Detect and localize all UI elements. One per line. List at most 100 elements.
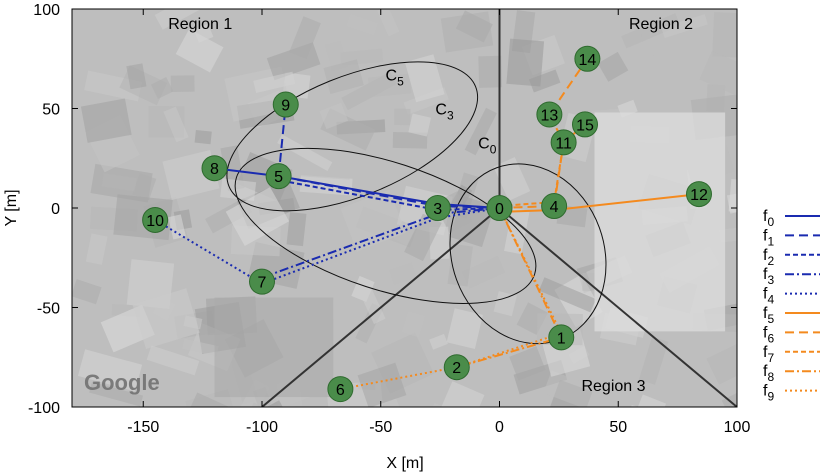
node-5: 5	[265, 163, 292, 190]
map-building	[193, 23, 214, 43]
node-8: 8	[201, 155, 228, 182]
map-building	[132, 288, 200, 349]
legend-item-f9: f9	[763, 383, 820, 404]
node-label: 13	[540, 107, 558, 124]
map-building	[277, 134, 333, 172]
cluster-ellipse-c3	[234, 147, 537, 304]
map-building	[419, 402, 482, 407]
legend-label: f5	[763, 305, 774, 326]
map-building	[493, 157, 531, 201]
region-label: Region 1	[168, 16, 232, 33]
series-f2	[278, 179, 500, 211]
node-10: 10	[142, 206, 169, 233]
map-block	[214, 297, 334, 398]
node-15: 15	[572, 111, 598, 138]
map-building	[150, 76, 174, 99]
map-building	[286, 212, 307, 247]
node-label: 5	[274, 169, 283, 186]
map-building	[72, 279, 102, 305]
map-building	[357, 362, 407, 407]
map-building	[597, 51, 629, 82]
map-building	[504, 207, 530, 255]
map-building	[323, 59, 364, 95]
map-building	[225, 187, 290, 246]
map-building	[464, 107, 497, 156]
node-label: 1	[557, 330, 566, 347]
node-marker	[201, 155, 228, 182]
map-building	[132, 173, 157, 201]
map-building	[455, 10, 493, 43]
legend-item-f5: f5	[763, 305, 820, 326]
y-tick-label: 100	[33, 2, 60, 19]
map-building	[429, 333, 448, 350]
node-1: 1	[548, 324, 575, 351]
node-7: 7	[249, 268, 275, 295]
node-6: 6	[327, 376, 354, 403]
map-building	[182, 338, 219, 357]
legend-label: f7	[763, 344, 774, 365]
region-boundaries	[261, 9, 737, 407]
map-building	[80, 98, 132, 143]
map-building	[289, 16, 321, 60]
node-14: 14	[574, 45, 601, 72]
map-building	[394, 108, 411, 126]
map-building	[509, 346, 546, 381]
node-marker	[572, 111, 598, 138]
map-building	[382, 398, 405, 407]
x-tick-label: -150	[127, 419, 159, 436]
map-building	[621, 13, 681, 49]
node-marker	[327, 376, 354, 403]
node-11: 11	[550, 129, 577, 156]
legend-item-f7: f7	[763, 344, 820, 365]
node-label: 7	[258, 275, 267, 292]
node-label: 2	[452, 360, 461, 377]
legend-label: f0	[763, 208, 774, 229]
map-building	[340, 189, 406, 252]
map-building	[183, 392, 242, 407]
map-building	[346, 13, 379, 36]
node-label: 11	[555, 135, 572, 152]
map-building	[84, 70, 143, 102]
x-tick-label: -50	[369, 419, 392, 436]
map-building	[404, 54, 445, 103]
node-9: 9	[272, 91, 299, 118]
node-marker	[265, 163, 292, 190]
map-building	[538, 277, 596, 313]
y-tick-label: -100	[28, 400, 60, 417]
map-building	[401, 310, 426, 338]
legend-item-f6: f6	[763, 324, 820, 345]
region-label: Region 2	[629, 16, 693, 33]
node-label: 10	[146, 213, 164, 230]
legend-item-f1: f1	[763, 227, 820, 248]
node-label: 6	[336, 382, 345, 399]
y-axis-label: Y [m]	[3, 189, 20, 226]
x-tick-label: -100	[246, 419, 278, 436]
node-marker	[550, 129, 577, 156]
node-marker	[424, 195, 451, 221]
map-building	[461, 255, 506, 289]
region-label: Region 3	[581, 378, 645, 395]
node-label: 0	[495, 201, 504, 218]
map-building	[628, 394, 667, 407]
x-axis-label: X [m]	[386, 455, 423, 472]
map-building	[146, 345, 200, 376]
legend-label: f1	[763, 227, 774, 248]
map-building	[404, 213, 442, 262]
node-0: 0	[486, 195, 513, 221]
map-building	[706, 338, 737, 385]
node-marker	[548, 324, 575, 351]
map-building	[446, 308, 483, 349]
map-building	[392, 131, 428, 149]
node-4: 4	[541, 193, 568, 220]
node-marker	[142, 206, 169, 233]
map-building	[220, 178, 257, 201]
legend-item-f3: f3	[763, 266, 820, 287]
map-building	[77, 349, 143, 392]
map-watermark: Google	[84, 370, 160, 395]
map-building	[357, 282, 386, 325]
legend-label: f8	[763, 363, 774, 384]
map-building	[529, 69, 561, 93]
node-13: 13	[536, 101, 563, 128]
